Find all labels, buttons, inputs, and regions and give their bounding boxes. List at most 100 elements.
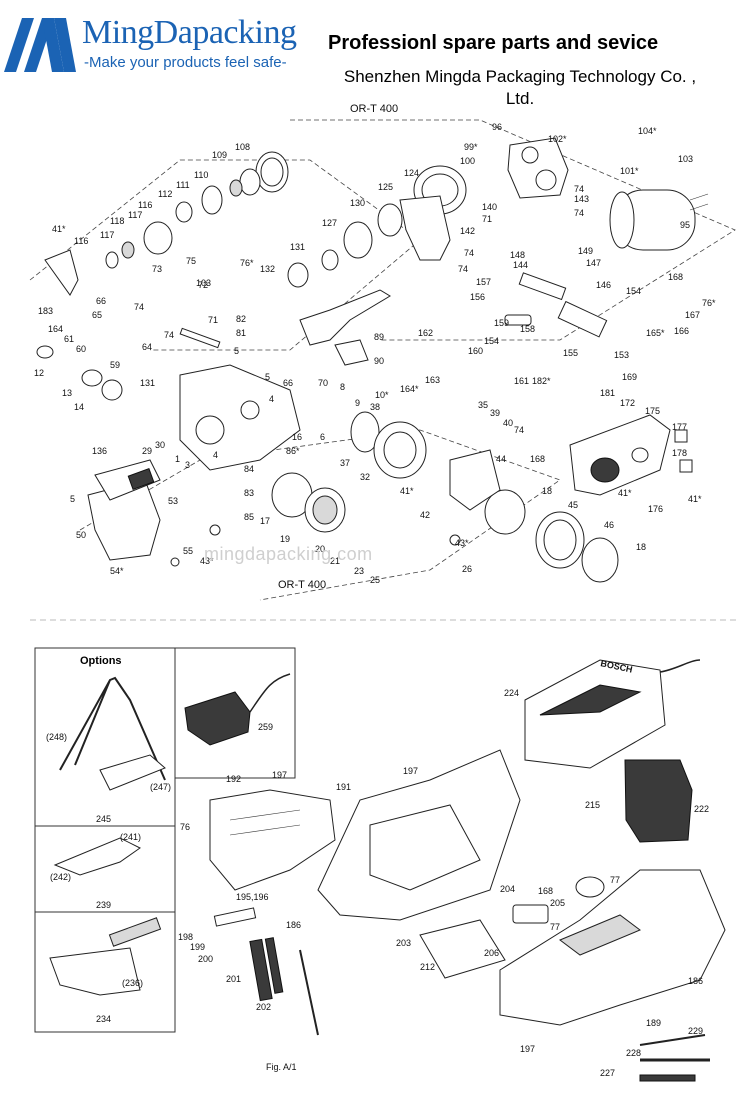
- svg-text:192: 192: [226, 774, 241, 784]
- svg-text:140: 140: [482, 202, 497, 212]
- housing-right-part: [499, 869, 726, 1026]
- svg-text:108: 108: [235, 142, 250, 152]
- svg-text:38: 38: [370, 402, 380, 412]
- ring-gear-parts: [105, 151, 467, 288]
- svg-text:77: 77: [610, 875, 620, 885]
- page-header: MingDapacking -Make your products feel s…: [0, 0, 750, 110]
- fig-label: Fig. A/1: [266, 1062, 297, 1072]
- svg-text:19: 19: [280, 534, 290, 544]
- svg-text:74: 74: [164, 330, 174, 340]
- svg-text:154: 154: [626, 286, 641, 296]
- svg-text:74: 74: [134, 302, 144, 312]
- svg-text:40: 40: [503, 418, 513, 428]
- svg-text:12: 12: [34, 368, 44, 378]
- svg-text:118: 118: [110, 216, 124, 226]
- svg-text:30: 30: [155, 440, 165, 450]
- svg-text:175: 175: [645, 406, 660, 416]
- svg-text:197: 197: [403, 766, 418, 776]
- svg-text:29: 29: [142, 446, 152, 456]
- svg-text:96: 96: [492, 122, 502, 132]
- svg-text:198: 198: [178, 932, 193, 942]
- svg-text:(241): (241): [120, 832, 141, 842]
- svg-text:199: 199: [190, 942, 205, 952]
- svg-text:100: 100: [460, 156, 475, 166]
- lower-part-numbers: 192 197 191 76 195,196 186 198 199 200 2…: [178, 766, 703, 1078]
- svg-text:136: 136: [92, 446, 107, 456]
- options-title: Options: [80, 655, 122, 667]
- svg-text:74: 74: [574, 208, 584, 218]
- svg-text:147: 147: [586, 258, 601, 268]
- svg-text:83: 83: [244, 488, 254, 498]
- svg-text:84: 84: [244, 464, 254, 474]
- svg-text:82: 82: [236, 314, 246, 324]
- tension-wheel-parts: [271, 411, 619, 583]
- svg-text:239: 239: [96, 900, 111, 910]
- svg-text:5: 5: [70, 494, 75, 504]
- svg-text:21: 21: [330, 556, 340, 566]
- svg-text:5: 5: [234, 346, 239, 356]
- svg-text:131: 131: [140, 378, 155, 388]
- options-panel: Options (248) (247) 245 (241) (242) 239 …: [34, 647, 296, 1033]
- svg-text:42: 42: [420, 510, 430, 520]
- svg-text:142: 142: [460, 226, 475, 236]
- svg-text:157: 157: [476, 277, 491, 287]
- svg-text:45: 45: [568, 500, 578, 510]
- svg-text:183: 183: [38, 306, 53, 316]
- svg-text:117: 117: [100, 230, 114, 240]
- svg-text:17: 17: [260, 516, 270, 526]
- svg-text:229: 229: [688, 1026, 703, 1036]
- svg-text:177: 177: [672, 422, 687, 432]
- svg-text:245: 245: [96, 814, 111, 824]
- svg-text:203: 203: [396, 938, 411, 948]
- charger-part: BOSCH 224: [504, 658, 701, 769]
- motor-part: [609, 189, 709, 251]
- svg-text:156: 156: [470, 292, 485, 302]
- svg-text:116: 116: [74, 236, 88, 246]
- svg-text:4: 4: [269, 394, 274, 404]
- svg-text:206: 206: [484, 948, 499, 958]
- svg-text:167: 167: [685, 310, 700, 320]
- battery-part: 222: [624, 759, 709, 843]
- svg-text:172: 172: [620, 398, 635, 408]
- svg-text:20: 20: [315, 544, 325, 554]
- svg-text:71: 71: [208, 315, 218, 325]
- svg-text:1: 1: [175, 454, 180, 464]
- svg-text:3: 3: [185, 460, 190, 470]
- brand-name: MingDapacking: [82, 14, 297, 51]
- svg-text:(248): (248): [46, 732, 67, 742]
- svg-text:186: 186: [688, 976, 703, 986]
- svg-text:168: 168: [538, 886, 553, 896]
- svg-text:46: 46: [604, 520, 614, 530]
- svg-text:182*: 182*: [532, 376, 551, 386]
- company-name: Shenzhen Mingda Packaging Technology Co.…: [300, 66, 740, 110]
- svg-text:8: 8: [340, 382, 345, 392]
- watermark: mingdapacking.com: [204, 544, 373, 564]
- svg-text:153: 153: [614, 350, 629, 360]
- svg-text:112: 112: [158, 189, 172, 199]
- svg-text:76*: 76*: [240, 258, 254, 268]
- svg-text:131: 131: [290, 242, 305, 252]
- svg-text:102*: 102*: [548, 134, 567, 144]
- svg-text:166: 166: [674, 326, 689, 336]
- svg-text:178: 178: [672, 448, 687, 458]
- svg-text:50: 50: [76, 530, 86, 540]
- svg-text:200: 200: [198, 954, 213, 964]
- svg-text:125: 125: [378, 182, 393, 192]
- svg-text:205: 205: [550, 898, 565, 908]
- svg-text:4: 4: [213, 450, 218, 460]
- svg-text:43*: 43*: [455, 538, 469, 548]
- svg-text:10*: 10*: [375, 390, 389, 400]
- svg-text:148: 148: [510, 250, 525, 260]
- svg-text:103: 103: [196, 278, 211, 288]
- headline: Professionl spare parts and sevice: [328, 32, 659, 54]
- svg-text:73: 73: [152, 264, 162, 274]
- svg-text:202: 202: [256, 1002, 271, 1012]
- svg-text:95: 95: [680, 220, 690, 230]
- svg-text:6: 6: [320, 432, 325, 442]
- svg-text:(236): (236): [122, 978, 143, 988]
- svg-text:25: 25: [370, 575, 380, 585]
- svg-text:186: 186: [286, 920, 301, 930]
- svg-text:197: 197: [520, 1044, 535, 1054]
- svg-text:204: 204: [500, 884, 515, 894]
- side-cover-part: [569, 414, 671, 496]
